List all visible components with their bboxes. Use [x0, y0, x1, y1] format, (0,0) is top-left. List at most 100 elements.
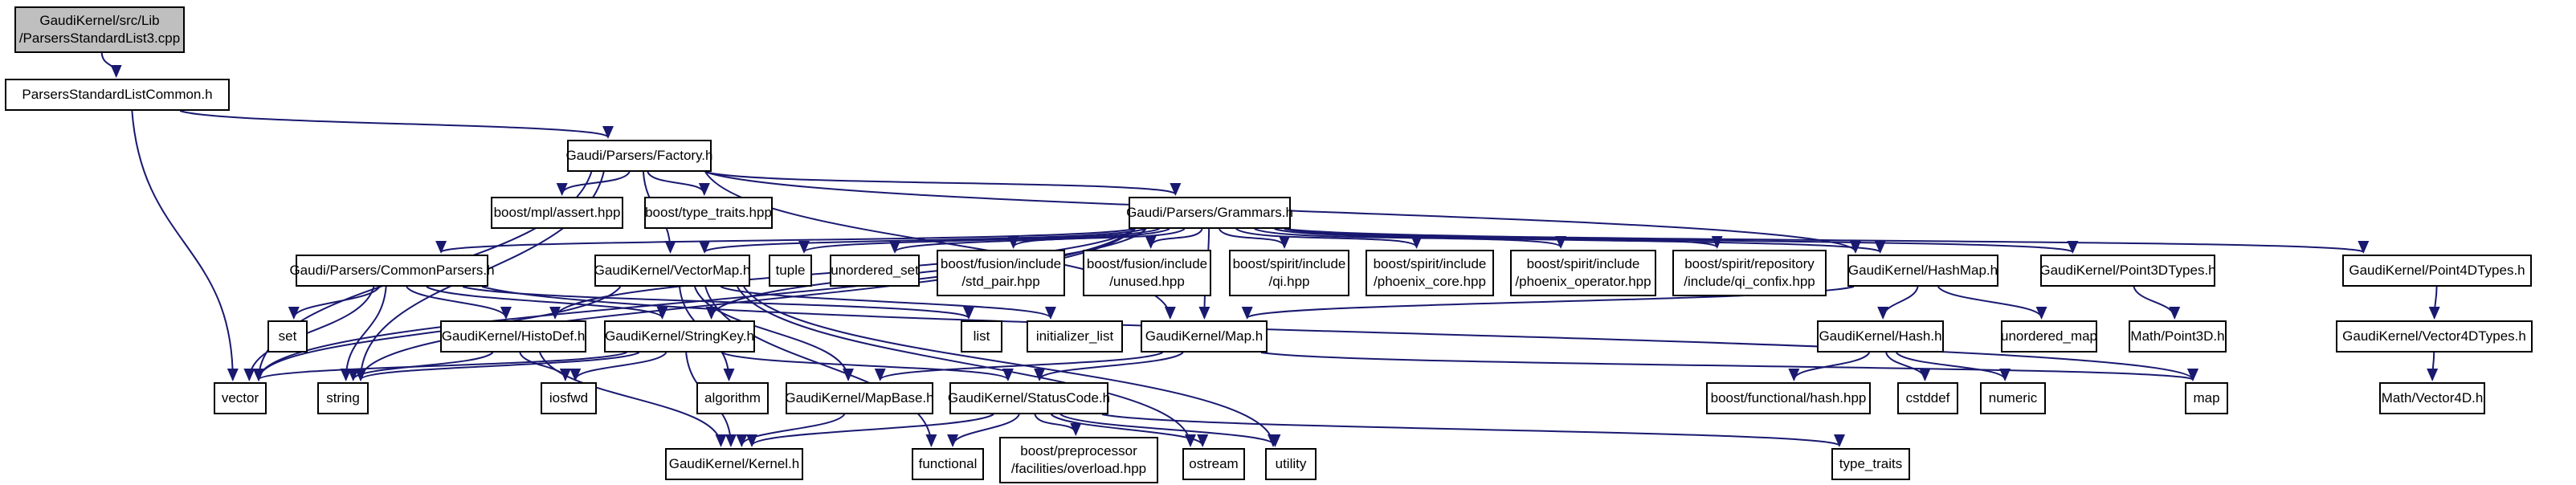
- include-edge-grammars-unordered_set: [889, 228, 1170, 254]
- graph-node-label: boost/spirit/include: [1526, 255, 1640, 271]
- graph-node-math_point3d[interactable]: Math/Point3D.h: [2129, 320, 2227, 353]
- graph-node-iosfwd[interactable]: iosfwd: [541, 382, 597, 414]
- graph-node-label: boost/fusion/include: [1086, 255, 1208, 271]
- graph-node-label: GaudiKernel/StatusCode.h: [947, 389, 1111, 406]
- graph-node-label: boost/mpl/assert.hpp: [493, 204, 621, 220]
- graph-node-label: boost/functional/hash.hpp: [1710, 389, 1867, 406]
- graph-node-boost_type_traits[interactable]: boost/type_traits.hpp: [644, 197, 773, 229]
- include-edge-commonparsers-histodef: [406, 286, 512, 320]
- graph-node-label: /qi.hpp: [1268, 274, 1310, 289]
- include-edge-stringkey-string: [355, 352, 640, 381]
- graph-node-label: GaudiKernel/HashMap.h: [1847, 262, 1998, 278]
- graph-node-stringkey[interactable]: GaudiKernel/StringKey.h: [604, 320, 755, 353]
- graph-node-unordered_map[interactable]: unordered_map: [2001, 320, 2097, 353]
- graph-node-vector4dtypes[interactable]: GaudiKernel/Vector4DTypes.h: [2336, 320, 2533, 353]
- include-edge-map_h-mapbase: [874, 352, 1163, 381]
- include-edge-grammars-fusion_unused: [1145, 228, 1203, 249]
- graph-node-mapbase[interactable]: GaudiKernel/MapBase.h: [785, 382, 934, 414]
- graph-node-label: /ParsersStandardList3.cpp: [18, 31, 181, 46]
- graph-node-map_h[interactable]: GaudiKernel/Map.h: [1141, 320, 1268, 353]
- include-edge-statuscode-overload: [1034, 414, 1082, 436]
- graph-node-hashmap[interactable]: GaudiKernel/HashMap.h: [1847, 255, 1998, 287]
- graph-node-label: GaudiKernel/Hash.h: [1819, 328, 1942, 344]
- graph-node-grammars[interactable]: Gaudi/Parsers/Grammars.h: [1126, 197, 1293, 229]
- graph-node-utility[interactable]: utility: [1265, 448, 1317, 480]
- graph-node-label: /unused.hpp: [1109, 274, 1185, 289]
- graph-node-cstddef[interactable]: cstddef: [1897, 382, 1958, 414]
- graph-node-phoenix_operator[interactable]: boost/spirit/include/phoenix_operator.hp…: [1510, 250, 1656, 296]
- include-edge-histodef-kernel: [539, 352, 727, 447]
- graph-node-label: boost/fusion/include: [940, 255, 1062, 271]
- graph-node-label: boost/type_traits.hpp: [645, 204, 772, 220]
- graph-node-label: boost/preprocessor: [1020, 442, 1137, 459]
- graph-node-spirit_qi[interactable]: boost/spirit/include/qi.hpp: [1229, 250, 1349, 296]
- graph-node-label: tuple: [775, 262, 806, 278]
- graph-node-label: unordered_set: [831, 262, 919, 278]
- graph-node-cpp[interactable]: GaudiKernel/src/Lib/ParsersStandardList3…: [14, 6, 185, 53]
- graph-node-set[interactable]: set: [267, 320, 308, 353]
- graph-node-initializer_list[interactable]: initializer_list: [1027, 320, 1123, 353]
- include-edge-vectormap-utility: [743, 286, 1279, 447]
- graph-node-point4dtypes[interactable]: GaudiKernel/Point4DTypes.h: [2342, 255, 2532, 287]
- graph-node-point3dtypes[interactable]: GaudiKernel/Point3DTypes.h: [2039, 255, 2216, 287]
- graph-node-list[interactable]: list: [961, 320, 1002, 353]
- graph-node-label: type_traits: [1839, 455, 1903, 471]
- include-edge-common-factory: [179, 110, 614, 139]
- graph-node-type_traits[interactable]: type_traits: [1831, 448, 1910, 480]
- graph-node-vector[interactable]: vector: [214, 382, 267, 414]
- include-edge-point3dtypes-math_point3d: [2133, 286, 2181, 320]
- include-edge-cpp-common: [100, 52, 122, 78]
- graph-node-tuple[interactable]: tuple: [769, 255, 812, 287]
- include-edge-mapbase-kernel: [736, 414, 846, 447]
- graph-node-label: string: [326, 389, 360, 406]
- graph-node-factory[interactable]: Gaudi/Parsers/Factory.h: [566, 140, 713, 172]
- include-edge-map_h-statuscode: [1034, 352, 1184, 381]
- graph-node-unordered_set[interactable]: unordered_set: [830, 255, 920, 287]
- include-edge-statuscode-utility: [1059, 414, 1281, 447]
- graph-node-fusion_unused[interactable]: boost/fusion/include/unused.hpp: [1083, 250, 1211, 296]
- include-edge-grammars-tuple: [798, 228, 1160, 254]
- graph-node-boost_hash[interactable]: boost/functional/hash.hpp: [1706, 382, 1871, 414]
- include-edge-map_h-map_std: [1260, 352, 2198, 381]
- graph-node-histodef[interactable]: GaudiKernel/HistoDef.h: [440, 320, 586, 353]
- graph-node-commonparsers[interactable]: Gaudi/Parsers/CommonParsers.h: [289, 255, 495, 287]
- graph-node-fusion_std_pair[interactable]: boost/fusion/include/std_pair.hpp: [937, 250, 1065, 296]
- include-edge-stringkey-iosfwd: [569, 352, 667, 381]
- include-edge-statuscode-type_traits: [1101, 414, 1845, 447]
- graph-node-label: /phoenix_operator.hpp: [1515, 274, 1651, 289]
- graph-node-phoenix_core[interactable]: boost/spirit/include/phoenix_core.hpp: [1366, 250, 1494, 296]
- graph-node-label: /std_pair.hpp: [961, 274, 1040, 289]
- graph-node-label: vector: [221, 389, 259, 406]
- graph-node-numeric[interactable]: numeric: [1980, 382, 2046, 414]
- graph-node-mpl_assert[interactable]: boost/mpl/assert.hpp: [491, 197, 623, 229]
- graph-node-label: boost/spirit/include: [1232, 255, 1346, 271]
- include-edge-grammars-phoenix_core: [1235, 228, 1423, 249]
- graph-node-label: map: [2193, 389, 2220, 406]
- graph-node-label: GaudiKernel/src/Lib: [39, 12, 160, 28]
- include-edge-stringkey-vector: [253, 352, 627, 381]
- graph-node-common[interactable]: ParsersStandardListCommon.h: [5, 79, 230, 111]
- graph-node-math_vector4d[interactable]: Math/Vector4D.h: [2379, 382, 2485, 414]
- graph-node-statuscode[interactable]: GaudiKernel/StatusCode.h: [947, 382, 1111, 414]
- graph-node-overload[interactable]: boost/preprocessor/facilities/overload.h…: [999, 437, 1158, 483]
- graph-node-label: utility: [1275, 455, 1307, 471]
- graph-node-label: GaudiKernel/HistoDef.h: [441, 328, 586, 344]
- graph-node-label: GaudiKernel/StringKey.h: [605, 328, 754, 344]
- include-edge-factory-hashmap: [704, 171, 1861, 254]
- include-edge-hashmap-hash: [1877, 286, 1919, 320]
- graph-node-hash[interactable]: GaudiKernel/Hash.h: [1817, 320, 1944, 353]
- graph-node-label: boost/spirit/include: [1373, 255, 1487, 271]
- graph-node-vectormap[interactable]: GaudiKernel/VectorMap.h: [594, 255, 750, 287]
- graph-node-functional[interactable]: functional: [912, 448, 984, 480]
- graph-node-kernel[interactable]: GaudiKernel/Kernel.h: [665, 448, 803, 480]
- graph-node-label: unordered_map: [2000, 328, 2098, 344]
- graph-node-label: GaudiKernel/Vector4DTypes.h: [2342, 328, 2526, 344]
- graph-node-algorithm[interactable]: algorithm: [696, 382, 769, 414]
- include-edge-grammars-point4dtypes: [1284, 228, 2369, 254]
- graph-node-qi_confix[interactable]: boost/spirit/repository/include/qi_confi…: [1672, 250, 1827, 296]
- graph-node-map_std[interactable]: map: [2185, 382, 2228, 414]
- graph-node-ostream[interactable]: ostream: [1182, 448, 1245, 480]
- graph-node-label: GaudiKernel/Kernel.h: [668, 455, 800, 471]
- graph-node-label: /phoenix_core.hpp: [1374, 274, 1486, 289]
- graph-node-string[interactable]: string: [317, 382, 369, 414]
